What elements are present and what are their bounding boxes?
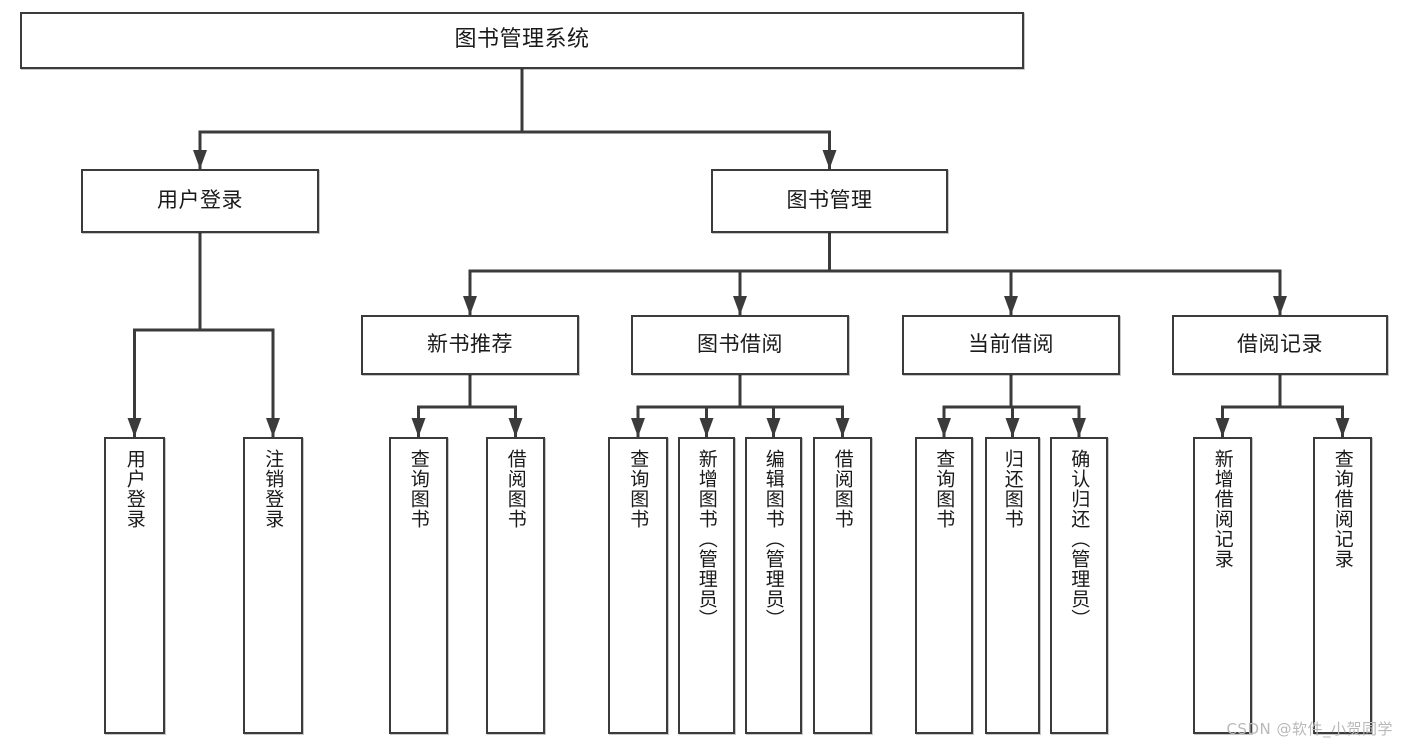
node-l2-3[interactable]: 借阅记录 <box>1172 315 1388 375</box>
node-l1-0[interactable]: 用户登录 <box>81 169 319 233</box>
arrowhead <box>1005 418 1020 437</box>
node-label: 用户登录 <box>123 449 146 529</box>
arrowhead <box>463 296 477 315</box>
arrowhead <box>631 418 645 437</box>
node-leaf-11[interactable]: 新增借阅记录 <box>1193 437 1252 734</box>
node-l1-1[interactable]: 图书管理 <box>711 169 948 233</box>
node-l2-0[interactable]: 新书推荐 <box>361 315 579 375</box>
node-label: 查询图书 <box>407 449 430 529</box>
arrowhead <box>1273 296 1287 315</box>
node-leaf-5[interactable]: 新增图书（管理员） <box>678 437 735 734</box>
node-leaf-8[interactable]: 查询图书 <box>915 437 973 734</box>
node-label: 确认归还（管理员） <box>1068 449 1091 629</box>
node-leaf-10[interactable]: 确认归还（管理员） <box>1050 437 1108 734</box>
arrowhead <box>411 418 426 437</box>
node-leaf-7[interactable]: 借阅图书 <box>813 437 872 734</box>
arrowhead <box>508 418 523 437</box>
node-leaf-12[interactable]: 查询借阅记录 <box>1313 437 1372 734</box>
arrowhead <box>1335 418 1350 437</box>
node-label: 查询图书 <box>627 449 650 529</box>
node-label: 借阅图书 <box>504 449 527 529</box>
node-label: 注销登录 <box>262 449 285 529</box>
arrowhead <box>733 296 747 315</box>
node-label: 新增图书（管理员） <box>695 449 718 629</box>
node-label: 当前借阅 <box>968 332 1054 357</box>
node-label: 用户登录 <box>157 188 243 213</box>
arrowhead <box>937 418 951 437</box>
arrowhead <box>1215 418 1230 437</box>
node-leaf-4[interactable]: 查询图书 <box>608 437 668 734</box>
node-label: 图书管理 <box>786 188 873 213</box>
node-label: 新增借阅记录 <box>1211 449 1234 569</box>
arrowhead <box>1072 418 1086 437</box>
arrowhead <box>266 418 280 437</box>
arrowhead <box>193 150 207 169</box>
node-label: 图书借阅 <box>697 332 783 357</box>
arrowhead <box>1004 296 1018 315</box>
node-l2-1[interactable]: 图书借阅 <box>631 315 849 375</box>
arrowhead <box>699 418 714 437</box>
node-l2-2[interactable]: 当前借阅 <box>902 315 1120 375</box>
node-leaf-2[interactable]: 查询图书 <box>389 437 448 734</box>
node-label: 借阅记录 <box>1237 332 1323 357</box>
node-label: 查询图书 <box>933 449 956 529</box>
node-leaf-0[interactable]: 用户登录 <box>104 437 165 734</box>
node-label: 编辑图书（管理员） <box>762 449 785 629</box>
node-label: 查询借阅记录 <box>1331 449 1354 569</box>
node-leaf-3[interactable]: 借阅图书 <box>486 437 545 734</box>
watermark: CSDN @软件_小贺同学 <box>1226 720 1393 738</box>
node-leaf-9[interactable]: 归还图书 <box>985 437 1040 734</box>
arrowhead <box>835 418 850 437</box>
node-leaf-6[interactable]: 编辑图书（管理员） <box>745 437 802 734</box>
node-leaf-1[interactable]: 注销登录 <box>243 437 303 734</box>
node-label: 归还图书 <box>1001 449 1024 529</box>
arrowhead <box>766 418 781 437</box>
node-label: 借阅图书 <box>831 449 854 529</box>
node-root[interactable]: 图书管理系统 <box>20 12 1024 69</box>
node-label: 图书管理系统 <box>454 27 590 53</box>
node-label: 新书推荐 <box>427 332 513 357</box>
arrowhead <box>822 150 837 169</box>
arrowhead <box>127 418 142 437</box>
